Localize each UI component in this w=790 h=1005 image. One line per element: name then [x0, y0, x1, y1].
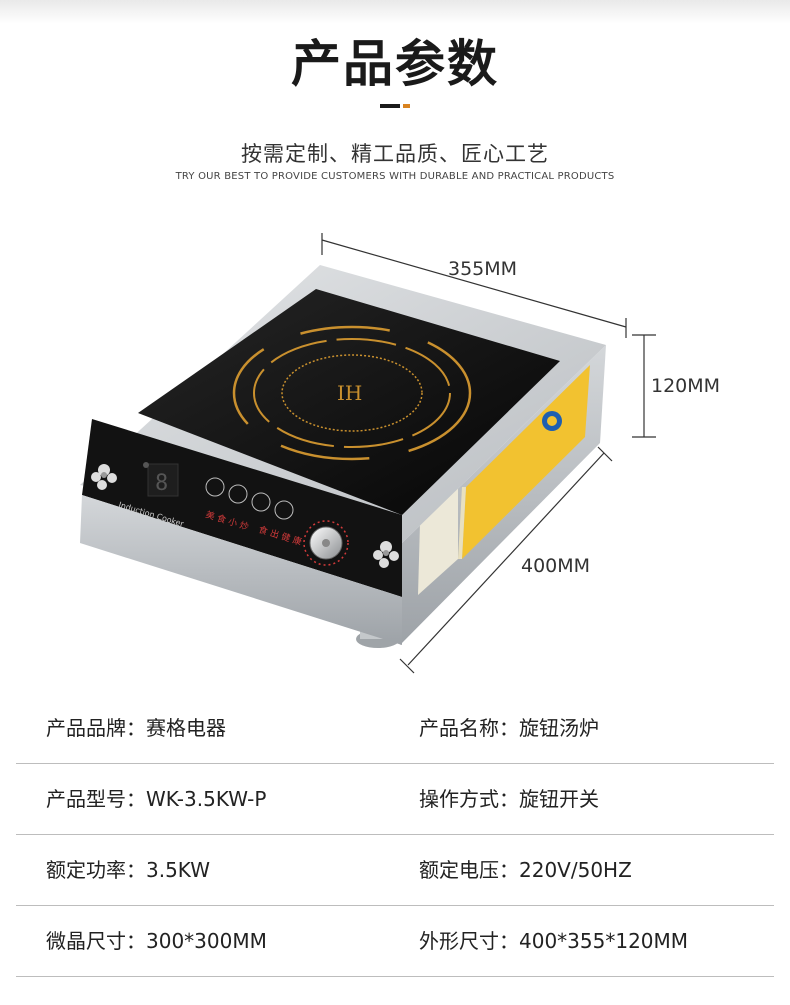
rotary-knob [303, 520, 349, 566]
dimension-height-label: 120MM [651, 375, 721, 397]
cooker-front-skirt [80, 495, 402, 645]
title-underline-mark [380, 104, 410, 112]
dimension-depth-label: 400MM [521, 555, 591, 577]
flower-decoration-left [91, 464, 117, 490]
spec-brand: 产品品牌：赛格电器 [46, 716, 226, 740]
spec-row: 产品品牌：赛格电器 产品名称：旋钮汤炉 [16, 693, 774, 764]
spec-table: 产品品牌：赛格电器 产品名称：旋钮汤炉 产品型号：WK-3.5KW-P 操作方式… [16, 693, 774, 977]
underline-dark [380, 104, 400, 108]
depth-dimension-line [399, 446, 613, 674]
digital-display [147, 463, 179, 497]
product-illustration: IH 8 Induction Cooker 美 食 小 炒 食 出 健 康 [0, 225, 790, 695]
spec-label-sticker [418, 365, 590, 595]
top-shade [0, 0, 790, 24]
spec-model: 产品型号：WK-3.5KW-P [46, 787, 267, 811]
spec-crystal-size: 微晶尺寸：300*300MM [46, 929, 267, 953]
spec-rated-voltage: 额定电压：220V/50HZ [419, 858, 632, 882]
spec-row: 微晶尺寸：300*300MM 外形尺寸：400*355*120MM [16, 906, 774, 977]
spec-row: 产品型号：WK-3.5KW-P 操作方式：旋钮开关 [16, 764, 774, 835]
spec-product-name: 产品名称：旋钮汤炉 [419, 716, 599, 740]
spec-rated-power: 额定功率：3.5KW [46, 858, 210, 882]
spec-row: 额定功率：3.5KW 额定电压：220V/50HZ [16, 835, 774, 906]
induction-cooker-image: IH 8 Induction Cooker 美 食 小 炒 食 出 健 康 [80, 233, 656, 674]
indicator-light [143, 462, 149, 468]
width-dimension-line [321, 233, 627, 338]
spec-outer-size: 外形尺寸：400*355*120MM [419, 929, 689, 953]
page-subtitle-english: TRY OUR BEST TO PROVIDE CUSTOMERS WITH D… [175, 171, 615, 182]
page-title: 产品参数 [291, 35, 499, 93]
flower-decoration-right [373, 541, 399, 568]
mode-icons [205, 477, 294, 520]
spec-operation: 操作方式：旋钮开关 [419, 787, 599, 811]
ceramic-glass-plate [138, 289, 560, 515]
page-subtitle: 按需定制、精工品质、匠心工艺 [241, 142, 549, 166]
underline-accent [403, 104, 410, 108]
heating-zone-rings [232, 325, 472, 461]
dimension-width-label: 355MM [448, 258, 518, 280]
height-dimension-line [632, 334, 656, 438]
display-digit: 8 [155, 471, 168, 496]
panel-logo: IH [337, 381, 362, 405]
